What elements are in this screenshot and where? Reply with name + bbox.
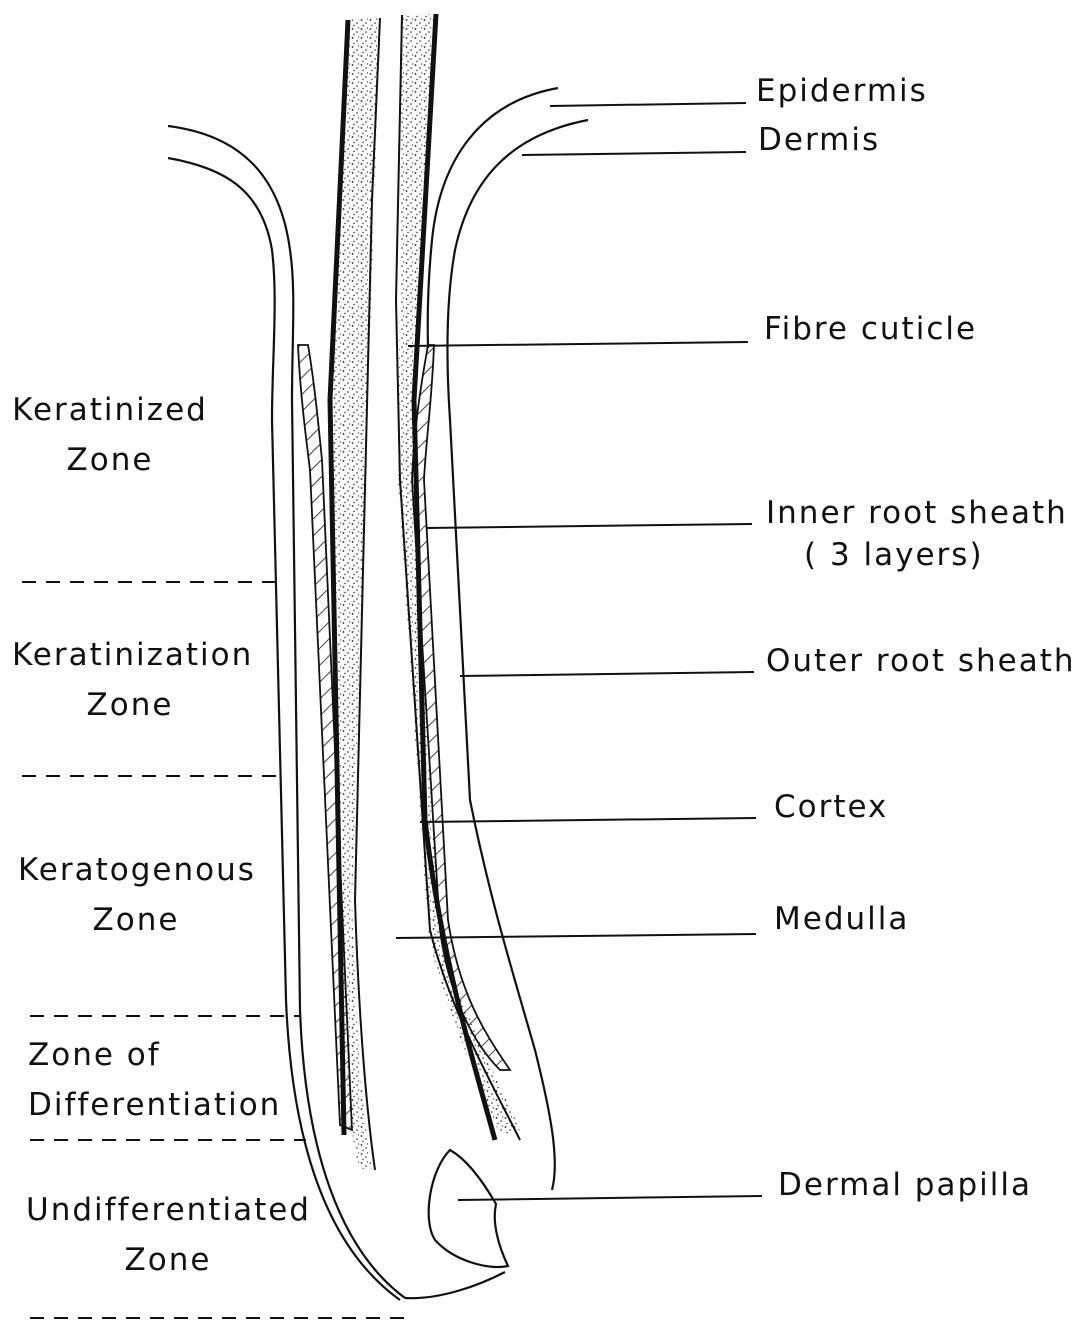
- label-outer-root-sheath: Outer root sheath: [766, 646, 1076, 677]
- dermal-papilla: [429, 1150, 508, 1267]
- label-dermal-papilla: Dermal papilla: [778, 1170, 1032, 1201]
- label-fibre-cuticle: Fibre cuticle: [764, 314, 977, 345]
- zone-keratogenous-line2: Zone: [18, 895, 254, 945]
- zone-keratinized-line1: Keratinized: [10, 385, 210, 435]
- label-cortex: Cortex: [774, 792, 888, 823]
- zone-keratinized-line2: Zone: [10, 435, 210, 485]
- zone-keratogenous-line1: Keratogenous: [18, 845, 254, 895]
- zone-undifferentiated-line1: Undifferentiated: [26, 1185, 310, 1235]
- zone-keratinized: Keratinized Zone: [10, 385, 210, 485]
- label-medulla: Medulla: [774, 904, 909, 935]
- zone-keratinization: Keratinization Zone: [12, 630, 248, 730]
- zone-keratinization-line1: Keratinization: [12, 630, 248, 680]
- zone-keratogenous: Keratogenous Zone: [18, 845, 254, 945]
- zone-undifferentiated: Undifferentiated Zone: [26, 1185, 310, 1285]
- zone-keratinization-line2: Zone: [12, 680, 248, 730]
- label-inner-root-sheath: Inner root sheath: [766, 498, 1068, 529]
- zone-differentiation-line2: Differentiation: [28, 1080, 290, 1130]
- zone-differentiation: Zone of Differentiation: [28, 1030, 290, 1130]
- leader-lines: [396, 103, 762, 1200]
- zone-differentiation-line1: Zone of: [28, 1030, 290, 1080]
- inner-root-sheath-right: [412, 345, 510, 1070]
- zone-undifferentiated-line2: Zone: [26, 1235, 310, 1285]
- label-inner-root-sheath-note: ( 3 layers): [804, 540, 984, 571]
- label-dermis: Dermis: [758, 125, 880, 156]
- label-epidermis: Epidermis: [756, 76, 928, 107]
